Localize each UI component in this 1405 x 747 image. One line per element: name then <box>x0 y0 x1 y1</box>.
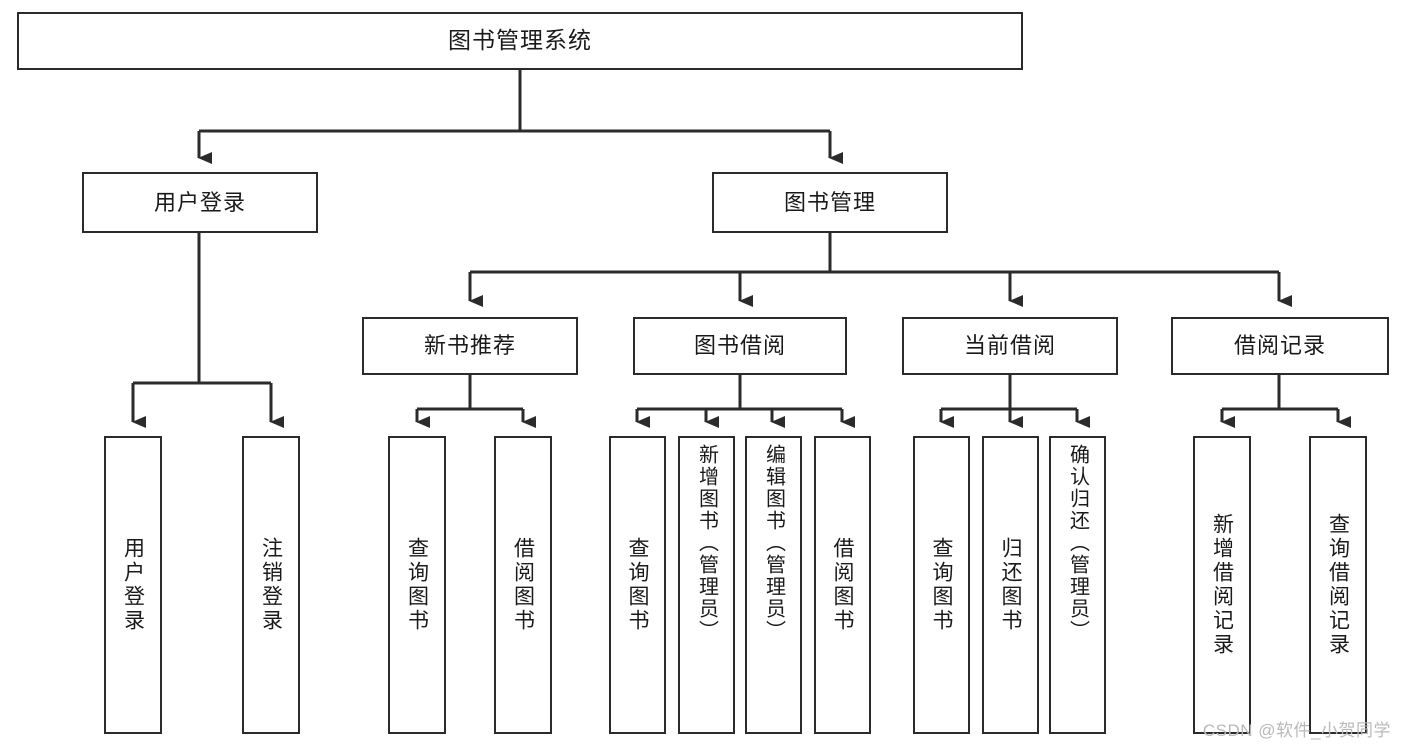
node-label: 注销登录 <box>259 537 283 633</box>
node-label: 用户登录 <box>153 189 246 215</box>
node-label: 借阅记录 <box>1233 333 1326 359</box>
node-label: 新增图书（管理员） <box>695 444 718 642</box>
node-borrow-record[interactable]: 借阅记录 <box>1171 317 1389 375</box>
node-root-book-management-system[interactable]: 图书管理系统 <box>17 12 1023 70</box>
node-label: 查询图书 <box>930 537 953 633</box>
node-label: 图书管理系统 <box>448 27 592 54</box>
node-label: 归还图书 <box>999 537 1022 633</box>
leaf-add-book-admin[interactable]: 新增图书（管理员） <box>678 436 735 734</box>
node-user-login[interactable]: 用户登录 <box>82 172 318 233</box>
node-label: 编辑图书（管理员） <box>762 444 785 642</box>
node-book-management[interactable]: 图书管理 <box>712 172 948 233</box>
node-book-borrowing[interactable]: 图书借阅 <box>633 317 847 375</box>
leaf-edit-book-admin[interactable]: 编辑图书（管理员） <box>745 436 802 734</box>
node-label: 确认归还（管理员） <box>1066 444 1089 642</box>
node-current-borrowing[interactable]: 当前借阅 <box>902 317 1118 375</box>
node-label: 用户登录 <box>121 537 145 633</box>
node-label: 图书管理 <box>783 189 876 215</box>
node-label: 当前借阅 <box>963 333 1056 359</box>
node-label: 借阅图书 <box>511 537 535 633</box>
leaf-user-login[interactable]: 用户登录 <box>104 436 162 734</box>
leaf-confirm-return-admin[interactable]: 确认归还（管理员） <box>1049 436 1106 734</box>
leaf-query-book-borrowing[interactable]: 查询图书 <box>609 436 666 734</box>
node-label: 查询图书 <box>626 537 649 633</box>
leaf-query-book-recommendation[interactable]: 查询图书 <box>388 436 446 734</box>
node-label: 查询图书 <box>405 537 429 633</box>
node-label: 图书借阅 <box>693 333 786 359</box>
leaf-borrow-book-recommendation[interactable]: 借阅图书 <box>494 436 552 734</box>
node-label: 新增借阅记录 <box>1210 513 1234 657</box>
leaf-logout-login[interactable]: 注销登录 <box>242 436 300 734</box>
leaf-add-borrow-record[interactable]: 新增借阅记录 <box>1193 436 1251 734</box>
leaf-return-book[interactable]: 归还图书 <box>982 436 1039 734</box>
leaf-query-book-current[interactable]: 查询图书 <box>913 436 970 734</box>
node-label: 新书推荐 <box>423 333 516 359</box>
node-label: 查询借阅记录 <box>1326 513 1350 657</box>
node-label: 借阅图书 <box>831 537 854 633</box>
leaf-borrow-book-borrowing[interactable]: 借阅图书 <box>814 436 871 734</box>
node-new-book-recommendation[interactable]: 新书推荐 <box>362 317 578 375</box>
leaf-query-borrow-record[interactable]: 查询借阅记录 <box>1309 436 1367 734</box>
